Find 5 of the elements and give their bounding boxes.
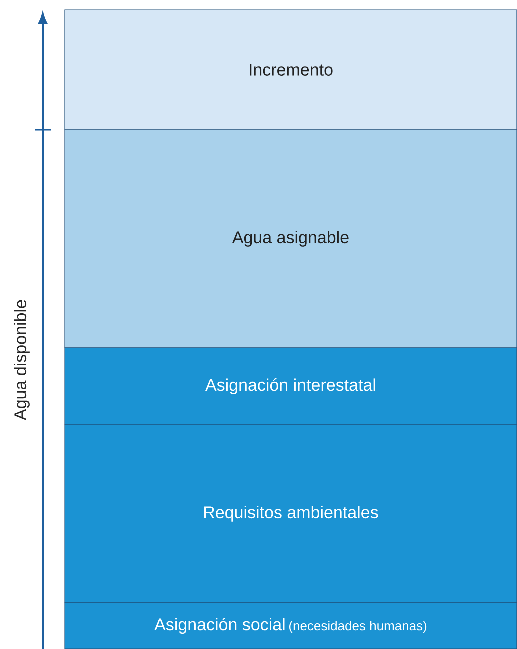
band: Asignación interestatal [64,348,517,426]
axis-label: Agua disponible [14,300,30,420]
band: Agua asignable [64,130,517,348]
band: Asignación social (necesidades humanas) [64,602,517,649]
band: Incremento [64,10,517,130]
